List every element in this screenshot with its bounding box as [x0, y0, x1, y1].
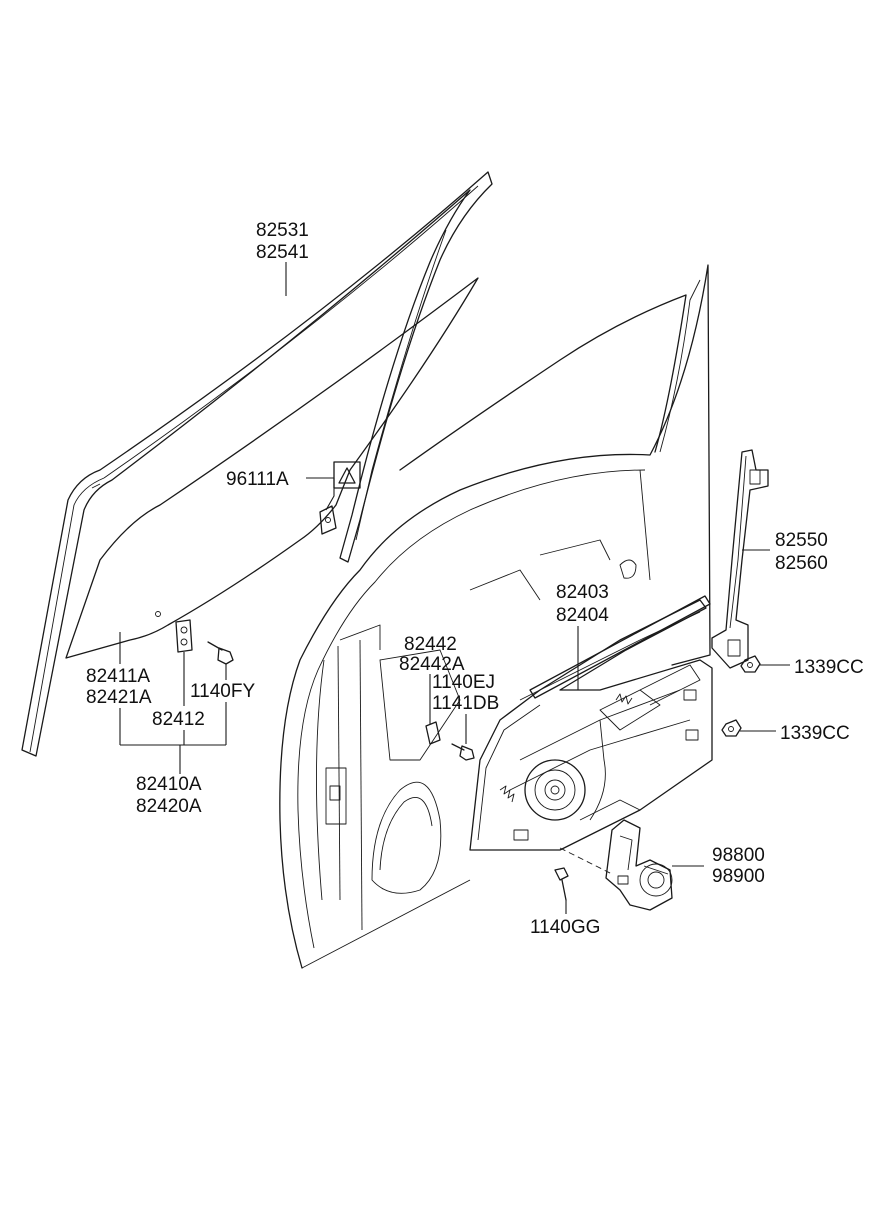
clip-82442: [425, 721, 441, 745]
warning-triangle-label: [333, 461, 361, 489]
bolt-1140fy: [207, 641, 234, 665]
glass-holder-bracket: [175, 619, 193, 653]
label-82541: 82541: [256, 242, 309, 263]
window-regulator: [469, 595, 713, 851]
nut-1339cc-lower: [721, 719, 742, 737]
bolt-1140ej: [451, 743, 475, 761]
label-96111a: 96111A: [226, 469, 289, 490]
label-1141db: 1141DB: [432, 693, 499, 714]
label-1140ej: 1140EJ: [432, 672, 495, 693]
label-82531: 82531: [256, 220, 309, 241]
power-window-motor: [605, 819, 673, 911]
rear-run-channel: [711, 449, 769, 669]
glass-run-channel: [21, 171, 493, 757]
label-82421a: 82421A: [86, 687, 152, 708]
nut-1339cc-upper: [740, 655, 761, 673]
label-1140fy: 1140FY: [190, 681, 255, 702]
label-82442a: 82442A: [399, 654, 465, 675]
label-1339cc-lower: 1339CC: [780, 723, 850, 744]
door-inner-panel: [279, 264, 711, 969]
label-82412: 82412: [152, 709, 205, 730]
door-glass: [65, 277, 479, 659]
label-82403: 82403: [556, 582, 609, 603]
label-98800: 98800: [712, 845, 765, 866]
label-82410a: 82410A: [136, 774, 202, 795]
label-82550: 82550: [775, 530, 828, 551]
leader-lines: [119, 262, 790, 914]
label-82442: 82442: [404, 634, 457, 655]
label-82420a: 82420A: [136, 796, 202, 817]
label-1140gg: 1140GG: [530, 917, 600, 938]
label-82411a: 82411A: [86, 666, 150, 687]
label-82560: 82560: [775, 553, 828, 574]
bolt-1140gg: [554, 867, 569, 901]
label-98900: 98900: [712, 866, 765, 887]
label-1339cc-upper: 1339CC: [794, 657, 864, 678]
label-82404: 82404: [556, 605, 609, 626]
part-labels: 82531 82541 96111A 82550 82560 82403 824…: [86, 220, 864, 938]
